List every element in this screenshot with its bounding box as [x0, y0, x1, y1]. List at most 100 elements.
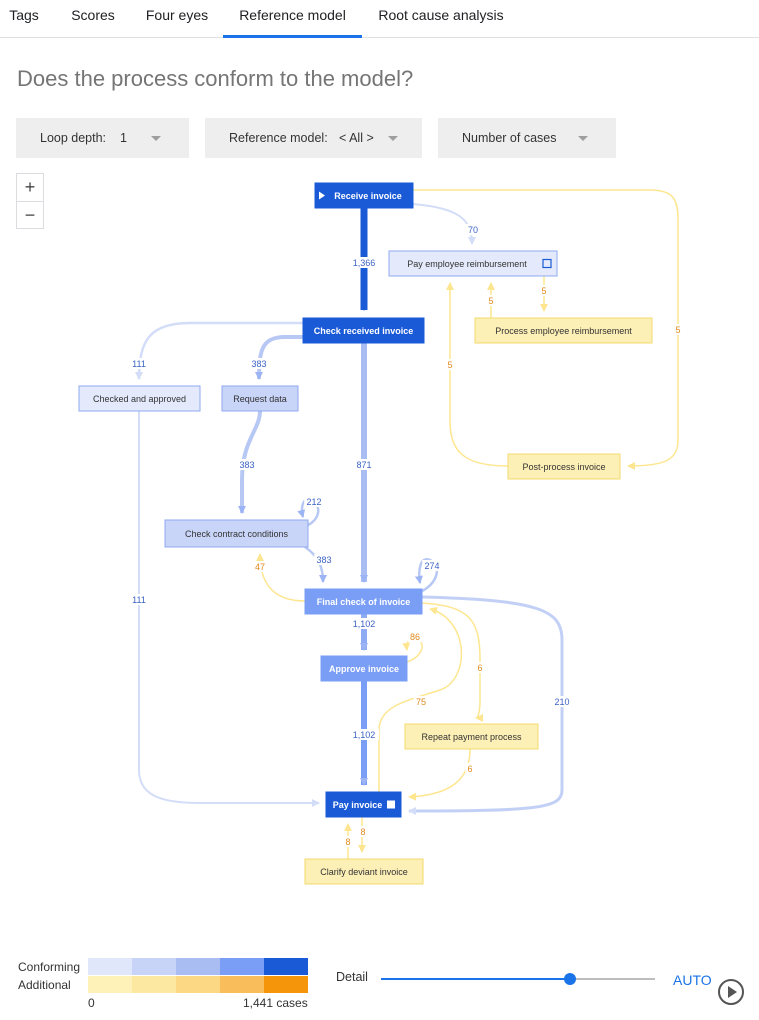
node-postproc[interactable]: Post-process invoice	[507, 453, 621, 480]
node-proc-emp[interactable]: Process employee reimbursement	[474, 317, 653, 344]
edge-label-checked-to-pay: 111	[132, 595, 146, 605]
edge-label-bg	[249, 358, 269, 369]
node-approve[interactable]: Approve invoice	[320, 655, 408, 682]
node-box	[320, 655, 408, 682]
edge-label-repeat-to-pay: 6	[467, 764, 472, 774]
edge-label-receive-to-pay_emp: 70	[468, 225, 478, 235]
node-pay[interactable]: Pay invoice	[325, 791, 402, 818]
detail-slider-handle[interactable]	[564, 973, 577, 985]
edge-label-bg	[129, 358, 149, 369]
edge-final-to-repeat[interactable]	[421, 602, 484, 722]
play-icon[interactable]	[718, 979, 744, 1005]
node-label: Receive invoice	[334, 191, 402, 201]
edge-label-contract-to-contract: 212	[306, 497, 321, 507]
zoom-out-button[interactable]: −	[24, 205, 36, 225]
node-box	[388, 250, 558, 277]
node-label: Repeat payment process	[421, 732, 522, 742]
node-box	[507, 453, 621, 480]
node-final[interactable]: Final check of invoice	[304, 588, 423, 615]
edge-label-approve-to-approve: 86	[410, 632, 420, 642]
edge-label-bg	[486, 295, 496, 306]
tab-scores[interactable]: Scores	[71, 7, 115, 23]
node-receive[interactable]: Receive invoice	[314, 182, 414, 209]
edge-label-bg	[475, 662, 485, 673]
node-clarify[interactable]: Clarify deviant invoice	[304, 858, 424, 885]
node-box	[304, 588, 423, 615]
node-label: Check contract conditions	[185, 529, 289, 539]
node-checked[interactable]: Checked and approved	[78, 385, 201, 412]
zoom-divider	[17, 201, 43, 202]
edge-request-to-contract[interactable]	[238, 410, 262, 514]
edge-label-pay-to-final: 75	[416, 697, 426, 707]
zoom-controls: + −	[16, 173, 44, 229]
edge-label-bg	[129, 594, 149, 605]
end-marker-icon	[387, 800, 395, 809]
legend-additional-swatch	[220, 976, 264, 993]
edge-pay-to-final[interactable]	[378, 607, 462, 792]
edge-label-bg	[445, 359, 455, 370]
edge-final-to-pay[interactable]	[408, 595, 564, 815]
node-box	[314, 182, 414, 209]
node-box	[221, 385, 299, 412]
edge-label-approve-to-pay: 1,102	[353, 730, 376, 740]
legend-unit: cases	[276, 996, 308, 1010]
node-label: Final check of invoice	[317, 597, 411, 607]
loop-depth-dropdown[interactable]: Loop depth: 1	[16, 118, 189, 158]
edge-label-check_recv-to-request: 383	[251, 359, 266, 369]
tab-tags[interactable]: Tags	[9, 7, 39, 23]
edge-label-bg	[673, 324, 683, 335]
loop-depth-value: 1	[120, 131, 127, 145]
node-contract[interactable]: Check contract conditions	[164, 519, 309, 548]
edge-label-bg	[407, 631, 423, 642]
tab-four-eyes[interactable]: Four eyes	[145, 7, 209, 23]
edge-label-bg	[413, 696, 429, 707]
legend-conforming-swatch	[220, 958, 264, 975]
edge-label-final-to-approve: 1,102	[353, 619, 376, 629]
edge-label-clarify-to-pay: 8	[345, 837, 350, 847]
node-label: Approve invoice	[329, 664, 399, 674]
metric-dropdown[interactable]: Number of cases	[438, 118, 616, 158]
node-box	[404, 723, 539, 750]
node-repeat[interactable]: Repeat payment process	[404, 723, 539, 750]
edge-check_recv-to-request[interactable]	[255, 335, 303, 380]
edge-label-final-to-final: 274	[424, 561, 439, 571]
auto-button[interactable]: AUTO	[673, 972, 712, 988]
edge-label-bg	[422, 560, 442, 571]
node-box	[164, 519, 309, 548]
edge-checked-to-pay[interactable]	[138, 411, 320, 807]
edge-label-postproc-to-pay_emp: 5	[447, 360, 452, 370]
page-title: Does the process conform to the model?	[17, 66, 414, 91]
tab-root-cause-analysis[interactable]: Root cause analysis	[378, 7, 504, 23]
node-pay-emp[interactable]: Pay employee reimbursement	[388, 250, 558, 277]
node-label: Post-process invoice	[522, 462, 605, 472]
zoom-in-button[interactable]: +	[24, 177, 36, 197]
edge-receive-to-pay_emp[interactable]	[412, 203, 476, 245]
legend-conforming-swatch	[88, 958, 132, 975]
edge-label-bg	[465, 763, 475, 774]
reference-model-label: Reference model:	[229, 131, 328, 145]
legend-additional-swatch	[132, 976, 176, 993]
chevron-down-icon	[151, 136, 161, 141]
edge-check_recv-to-checked[interactable]	[135, 321, 303, 380]
edge-label-request-to-contract: 383	[239, 460, 254, 470]
legend-conforming-label: Conforming	[18, 960, 81, 974]
edge-label-pay_emp-to-proc_emp: 5	[541, 286, 546, 296]
tab-reference-model[interactable]: Reference model	[223, 0, 362, 38]
node-label: Check received invoice	[314, 326, 414, 336]
edge-label-final-to-pay: 210	[554, 697, 569, 707]
detail-label: Detail	[336, 970, 368, 984]
edge-label-bg	[349, 257, 379, 268]
edge-label-check_recv-to-checked: 111	[132, 359, 146, 369]
node-check-recv[interactable]: Check received invoice	[302, 317, 425, 344]
node-request[interactable]: Request data	[221, 385, 299, 412]
detail-slider-fill	[381, 978, 571, 980]
reference-model-dropdown[interactable]: Reference model: < All >	[205, 118, 422, 158]
edge-repeat-to-pay[interactable]	[408, 748, 471, 801]
legend-additional-label: Additional	[18, 978, 71, 992]
chevron-down-icon	[578, 136, 588, 141]
edge-postproc-to-pay_emp[interactable]	[446, 282, 509, 467]
edge-label-final-to-contract: 47	[255, 562, 265, 572]
edge-label-bg	[349, 729, 379, 740]
